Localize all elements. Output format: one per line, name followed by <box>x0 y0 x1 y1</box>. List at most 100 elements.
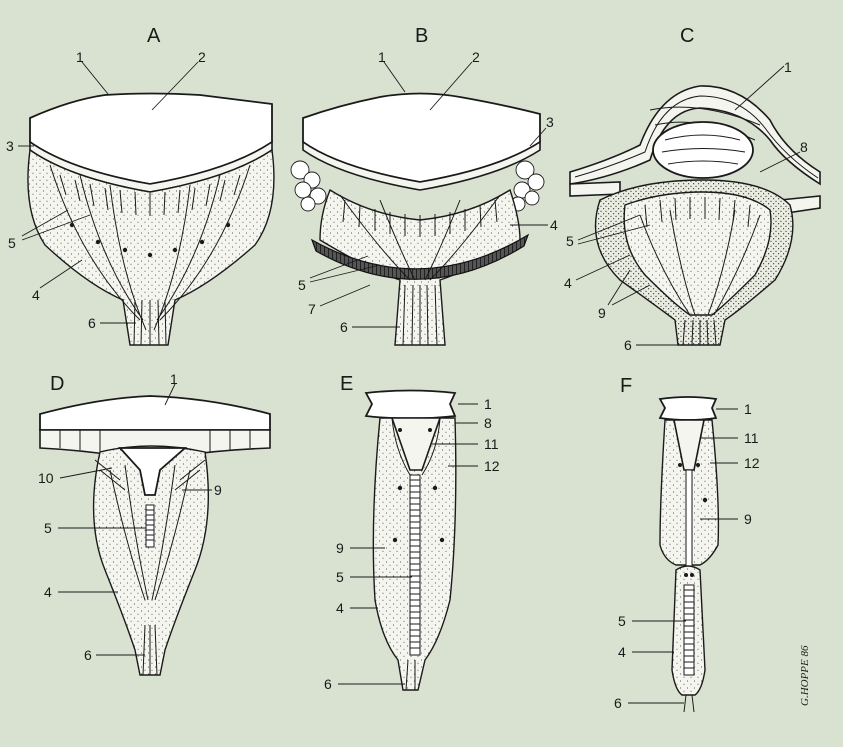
leader-a-5 <box>21 209 91 241</box>
label-f-1: 1 <box>744 401 752 417</box>
leader-c-8 <box>759 151 801 173</box>
secretion-layer <box>39 395 271 431</box>
panel-d: D 1 10 9 5 4 6 <box>38 371 271 676</box>
receptor-cup <box>27 148 275 346</box>
label-a-1: 1 <box>76 49 84 65</box>
label-e-5: 5 <box>336 569 344 585</box>
label-e-6: 6 <box>324 676 332 692</box>
label-c-6: 6 <box>624 337 632 353</box>
label-b-5: 5 <box>298 277 306 293</box>
panel-letter-c: C <box>680 25 694 47</box>
label-d-4: 4 <box>44 584 52 600</box>
label-b-6: 6 <box>340 319 348 335</box>
lens-layers <box>661 134 746 165</box>
crystalline-tract <box>685 469 693 571</box>
nerve-fibers <box>142 624 158 676</box>
rhabdom <box>145 504 155 548</box>
nuclei <box>392 428 445 543</box>
pigment-cell-lines <box>94 459 206 491</box>
label-f-12: 12 <box>744 455 760 471</box>
leader-c-1 <box>734 65 785 111</box>
label-c-9: 9 <box>598 305 606 321</box>
leader-c-4 <box>575 254 631 281</box>
label-f-11: 11 <box>744 430 759 446</box>
leader-b-1 <box>383 61 406 93</box>
leader-a-4 <box>39 259 83 289</box>
panel-f: F 1 11 12 9 5 4 6 <box>614 375 760 713</box>
label-b-2: 2 <box>472 49 480 65</box>
label-b-4: 4 <box>550 217 558 233</box>
label-c-5: 5 <box>566 233 574 249</box>
nuclei <box>69 222 231 258</box>
cell-boundaries <box>109 464 191 601</box>
nerve-fibers <box>402 284 438 346</box>
leader-d-1 <box>164 383 176 406</box>
nerve-fibers <box>683 694 695 713</box>
label-d-1: 1 <box>170 371 178 387</box>
cell-boundaries <box>339 194 501 281</box>
label-f-5: 5 <box>618 613 626 629</box>
label-f-4: 4 <box>618 644 626 660</box>
lumen <box>117 447 188 496</box>
label-f-6: 6 <box>614 695 622 711</box>
rhabdom <box>683 584 695 676</box>
cilia-border <box>644 197 751 228</box>
epithelial-cells <box>59 430 251 452</box>
label-e-12: 12 <box>484 458 500 474</box>
corneal-lens <box>658 396 718 421</box>
label-a-4: 4 <box>32 287 40 303</box>
rhabdom <box>409 474 421 656</box>
label-d-6: 6 <box>84 647 92 663</box>
panel-letter-b: B <box>415 25 428 47</box>
panel-letter-a: A <box>147 25 161 47</box>
label-a-3: 3 <box>6 138 14 154</box>
cilia-border <box>59 174 241 216</box>
nerve-fibers <box>133 299 167 346</box>
label-d-9: 9 <box>214 482 222 498</box>
leader-b-3 <box>529 127 547 147</box>
panel-a: A 1 2 3 5 4 6 <box>6 25 275 346</box>
label-c-1: 1 <box>784 59 792 75</box>
leader-c-9 <box>607 269 651 306</box>
label-d-10: 10 <box>38 470 54 486</box>
label-e-9: 9 <box>336 540 344 556</box>
panel-c: C 1 8 5 4 9 6 <box>564 25 821 353</box>
primary-pigment-cell-lines <box>391 417 441 476</box>
nerve-fibers <box>405 659 416 691</box>
label-c-8: 8 <box>800 139 808 155</box>
rhabdom-bands <box>146 509 154 541</box>
leader-a-2 <box>151 61 199 111</box>
panel-e: E 1 8 11 12 9 5 4 6 <box>324 373 500 692</box>
receptor-cup <box>92 445 210 676</box>
panel-letter-f: F <box>620 375 632 397</box>
leader-a-1 <box>81 61 109 95</box>
panel-b: B 1 2 3 4 5 7 6 <box>290 25 558 346</box>
cell-boundaries <box>639 209 761 316</box>
budding-cells <box>290 160 545 212</box>
label-b-7: 7 <box>308 301 316 317</box>
rhabdom-bands <box>410 479 420 649</box>
label-b-3: 3 <box>546 114 554 130</box>
nerve-fibers <box>682 319 717 346</box>
label-e-4: 4 <box>336 600 344 616</box>
leader-b-2 <box>429 61 473 111</box>
panel-letter-e: E <box>340 373 353 395</box>
artist-signature: G.HOPPE 86 <box>799 645 811 706</box>
cuticle-line <box>29 93 273 119</box>
cilia-border <box>342 199 498 237</box>
cell-boundaries <box>49 164 251 331</box>
retina-inner <box>623 191 772 316</box>
label-c-4: 4 <box>564 275 572 291</box>
leader-b-5 <box>309 255 381 283</box>
epithelial-layer <box>302 140 541 191</box>
leader-c-5 <box>577 214 651 245</box>
crystalline-cone <box>673 419 705 471</box>
rhabdom-bands <box>684 589 694 669</box>
lens <box>652 121 754 179</box>
label-d-5: 5 <box>44 520 52 536</box>
label-a-5: 5 <box>8 235 16 251</box>
label-e-1: 1 <box>484 396 492 412</box>
label-b-1: 1 <box>378 49 386 65</box>
